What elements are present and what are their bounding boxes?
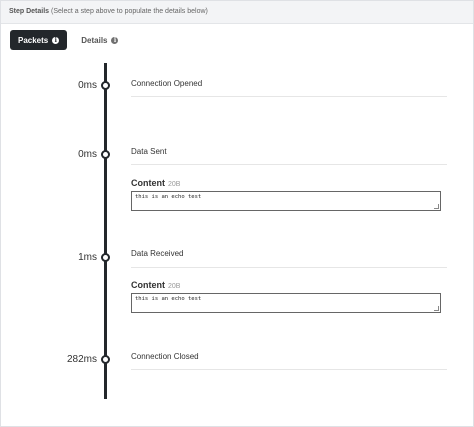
step-details-header: Step Details (Select a step above to pop… xyxy=(1,1,473,24)
tab-packets[interactable]: Packets i xyxy=(10,30,68,50)
event-divider xyxy=(131,164,447,165)
resize-handle-icon[interactable] xyxy=(434,306,439,311)
timeline-node xyxy=(101,355,110,364)
timeline-line xyxy=(104,63,107,399)
header-subtitle: (Select a step above to populate the det… xyxy=(51,8,208,15)
tab-bar: Packets i Details i xyxy=(10,30,126,50)
content-size: 20B xyxy=(168,283,181,290)
event-time: 1ms xyxy=(78,252,97,263)
timeline-node xyxy=(101,253,110,262)
tab-details-label: Details xyxy=(81,35,108,45)
content-textarea[interactable]: this is an echo test xyxy=(131,293,441,313)
timeline-node xyxy=(101,81,110,90)
event-time: 0ms xyxy=(78,149,97,160)
event-label: Connection Closed xyxy=(131,352,199,361)
event-label: Data Received xyxy=(131,249,184,258)
info-icon: i xyxy=(52,36,60,44)
info-icon: i xyxy=(111,36,119,44)
event-time: 282ms xyxy=(66,354,97,365)
event-divider xyxy=(131,369,447,370)
event-time: 0ms xyxy=(78,80,97,91)
content-title-label: Content xyxy=(131,280,165,290)
tab-packets-label: Packets xyxy=(18,35,49,45)
event-divider xyxy=(131,96,447,97)
event-label: Connection Opened xyxy=(131,79,203,88)
content-textarea[interactable]: this is an echo test xyxy=(131,191,441,211)
tab-details[interactable]: Details i xyxy=(73,30,126,50)
event-divider xyxy=(131,267,447,268)
timeline-node xyxy=(101,150,110,159)
event-label: Data Sent xyxy=(131,147,167,156)
content-size: 20B xyxy=(168,181,181,188)
resize-handle-icon[interactable] xyxy=(434,204,439,209)
content-title-label: Content xyxy=(131,178,165,188)
content-value: this is an echo test xyxy=(135,194,202,200)
header-title: Step Details xyxy=(9,8,50,15)
content-value: this is an echo test xyxy=(135,296,202,302)
